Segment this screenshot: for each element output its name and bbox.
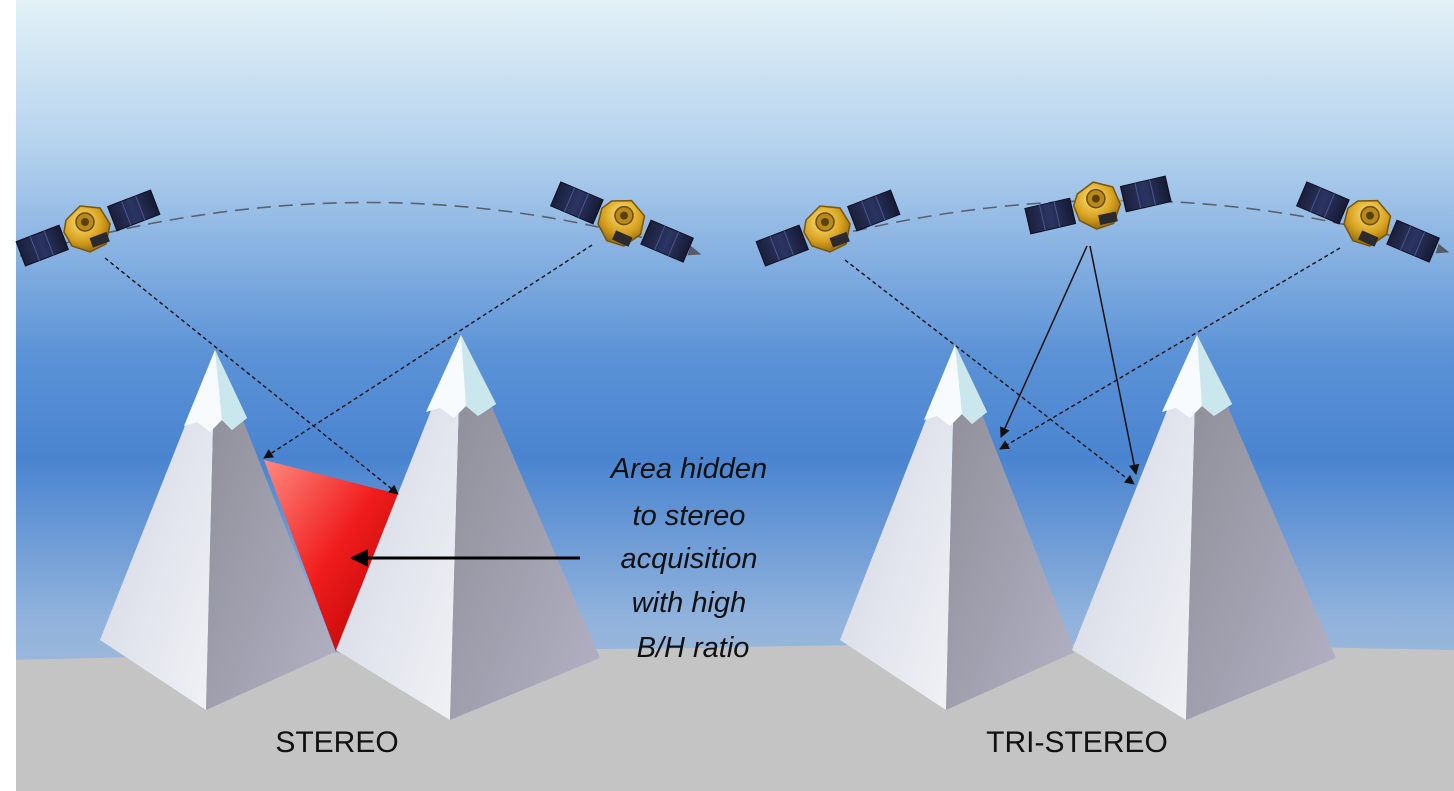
stereo-label: STEREO xyxy=(275,726,398,759)
stereo-panel: STEREO xyxy=(15,143,702,759)
mountain-icon xyxy=(1072,335,1336,720)
hidden-area-annotation: Area hidden to stereo acquisition with h… xyxy=(609,453,775,664)
line-of-sight xyxy=(1000,245,1088,438)
mountain-icon xyxy=(336,335,600,720)
ground xyxy=(16,644,1454,791)
hidden-area xyxy=(264,460,398,652)
tri-stereo-panel: TRI-STEREO xyxy=(755,143,1450,759)
line-of-sight xyxy=(263,244,593,459)
line-of-sight xyxy=(844,259,1135,485)
tri-stereo-label: TRI-STEREO xyxy=(986,726,1168,759)
mountain-icon xyxy=(840,345,1075,710)
line-of-sight xyxy=(1089,245,1140,476)
mountain-icon xyxy=(100,350,335,710)
line-of-sight xyxy=(999,247,1341,450)
